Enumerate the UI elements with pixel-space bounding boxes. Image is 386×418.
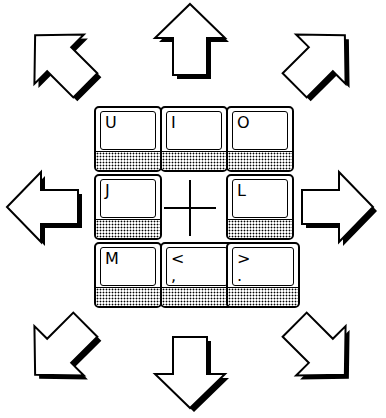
key-cap: <, bbox=[160, 242, 234, 308]
key-label: < bbox=[171, 250, 232, 267]
key-cap: L bbox=[226, 174, 294, 240]
key-side bbox=[228, 151, 292, 170]
key-label: > bbox=[237, 250, 298, 267]
key-cap: J bbox=[94, 174, 162, 240]
key-cap: >. bbox=[226, 242, 300, 308]
key-label: , bbox=[171, 267, 232, 284]
key-cap: U bbox=[94, 106, 162, 172]
key-cap: O bbox=[226, 106, 294, 172]
key-label: U bbox=[105, 114, 160, 131]
key-side bbox=[96, 151, 160, 170]
crosshair bbox=[164, 180, 216, 236]
key-side bbox=[162, 287, 232, 306]
direction-arrows bbox=[7, 4, 377, 412]
key-side bbox=[96, 219, 160, 238]
key-label: L bbox=[237, 182, 292, 199]
key-label: I bbox=[171, 114, 226, 131]
key-side bbox=[96, 287, 160, 306]
key-label: M bbox=[105, 250, 160, 267]
key-cap: I bbox=[160, 106, 228, 172]
key-label: . bbox=[237, 267, 298, 284]
key-side bbox=[228, 219, 292, 238]
key-label: J bbox=[105, 182, 160, 199]
key-side bbox=[228, 287, 298, 306]
key-label: O bbox=[237, 114, 292, 131]
key-side bbox=[162, 151, 226, 170]
key-cap: M bbox=[94, 242, 162, 308]
